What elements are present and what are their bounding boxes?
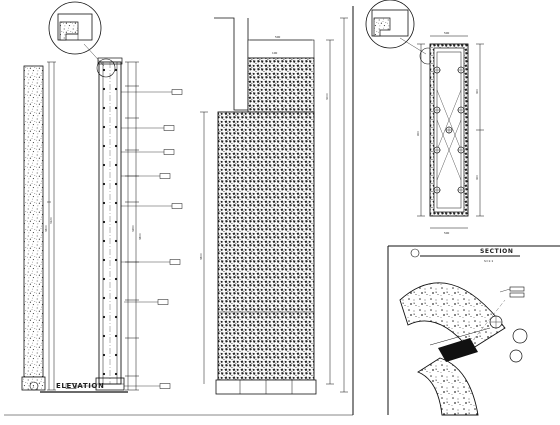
left-strip-total-dim: 3600 [44, 225, 48, 232]
column-bolt [114, 315, 118, 319]
column-bolt [102, 334, 106, 338]
column-bolt [102, 258, 106, 262]
panel-upper-dim: 3000 [325, 93, 329, 100]
column-bolt [114, 182, 118, 186]
column-bolt [114, 353, 118, 357]
column-bolt [102, 201, 106, 205]
column-bolt [102, 296, 106, 300]
left-stone-strip: 3600 3120 [21, 61, 56, 391]
section-top-width-dim: 500 [444, 31, 450, 35]
callout-tag [171, 203, 183, 209]
callout-tag [159, 173, 171, 179]
callout-tag [65, 383, 77, 389]
panel-height-dim: 3600 [199, 253, 203, 260]
section-inner-b-dim: 400 [475, 175, 479, 180]
callout-tag [171, 89, 183, 95]
panel-top-dim: 100 [272, 51, 278, 55]
callout-tag [157, 299, 169, 305]
callout-tag [169, 259, 181, 265]
column-bolt [114, 68, 118, 72]
column-bolt [102, 315, 106, 319]
section-title-block: SECTION S=1:1 [410, 248, 520, 263]
section-scale: S=1:1 [484, 259, 493, 263]
column-bolt [114, 334, 118, 338]
column-bolt [114, 106, 118, 110]
column-bolt [102, 87, 106, 91]
callout-tag [159, 383, 171, 389]
steel-column-elevation [95, 57, 125, 391]
column-bolt [102, 353, 106, 357]
section-dimension-lines [417, 35, 484, 229]
section-bolts [433, 66, 465, 194]
column-bolt [102, 277, 106, 281]
column-bolt [114, 277, 118, 281]
panel-dimension-lines [200, 17, 348, 393]
column-bolt [114, 125, 118, 129]
column-total-dim: 3600 [138, 233, 142, 240]
column-bolt [102, 106, 106, 110]
column-bolt [102, 220, 106, 224]
column-bolt [114, 258, 118, 262]
section-height-dim: 900 [416, 131, 420, 136]
column-bolt [102, 372, 106, 376]
column-bolt [114, 220, 118, 224]
column-bolts [102, 68, 118, 376]
column-bolt [114, 87, 118, 91]
elevation-marker: 1 [33, 384, 35, 388]
column-bolt [102, 68, 106, 72]
corner-detail-top-left [48, 1, 116, 78]
corner-detail-top-right [365, 0, 437, 65]
column-bolt [114, 201, 118, 205]
sheet-frame [4, 6, 560, 416]
curved-plan-detail [399, 282, 528, 416]
column-bolt [102, 125, 106, 129]
section-inner-a-dim: 400 [475, 89, 479, 94]
elevation-title-block: 1 ELEVATION [29, 381, 128, 393]
left-strip-inner-dim: 3120 [49, 217, 53, 224]
column-dimension-chain [125, 61, 139, 391]
column-bolt [102, 239, 106, 243]
callout-tag [163, 125, 175, 131]
column-bolt [102, 182, 106, 186]
column-bolt [114, 144, 118, 148]
elevation-title: ELEVATION [56, 382, 104, 390]
panel-width-dim: 500 [275, 35, 281, 39]
callout-leaders [65, 89, 183, 389]
column-inner-dim: 3260 [131, 225, 135, 232]
stone-panel-elevation: 500 100 [214, 17, 317, 395]
column-bolt [102, 163, 106, 167]
column-bolt [114, 163, 118, 167]
column-bolt [102, 144, 106, 148]
column-bolt [114, 239, 118, 243]
section-bottom-width-dim: 500 [444, 231, 450, 235]
column-bolt [114, 296, 118, 300]
column-bolt [114, 372, 118, 376]
callout-tag [163, 149, 175, 155]
section-title: SECTION [480, 248, 513, 255]
